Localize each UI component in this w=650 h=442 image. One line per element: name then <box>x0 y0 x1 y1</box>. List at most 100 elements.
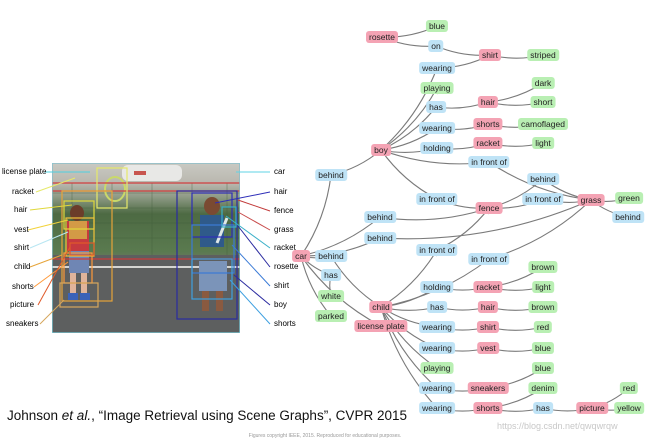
caption-author: Johnson <box>7 408 62 423</box>
graph-node-wearing1: wearing <box>419 62 455 74</box>
graph-node-hair-c: hair <box>477 301 499 313</box>
graph-node-child: child <box>369 301 393 313</box>
label-hair-right: hair <box>274 187 288 196</box>
graph-edge-boy-to-infront2 <box>380 149 438 200</box>
graph-edge-child-to-infront4 <box>380 249 438 308</box>
graph-node-wearing3: wearing <box>419 321 455 333</box>
graph-node-behind1: behind <box>527 173 559 185</box>
graph-edge-behind5-to-grass <box>379 199 593 240</box>
graph-node-light1: light <box>532 137 554 149</box>
graph-node-shorts-b: shorts <box>473 118 503 130</box>
graph-node-shirt-c: shirt <box>476 321 500 333</box>
graph-node-behind6: behind <box>315 250 347 262</box>
graph-node-holding2: holding <box>420 281 454 293</box>
graph-edge-child-to-wearing5 <box>380 306 438 389</box>
graph-node-wearing2: wearing <box>419 122 455 134</box>
graph-node-behind3: behind <box>612 211 644 223</box>
graph-node-light2: light <box>532 281 554 293</box>
graph-node-playing1: playing <box>420 82 454 94</box>
graph-node-racket-b: racket <box>473 137 503 149</box>
graph-node-behind5: behind <box>364 232 396 244</box>
graph-node-n-on: on <box>428 40 444 52</box>
graph-node-infront1: in front of <box>468 156 510 168</box>
graph-node-parked: parked <box>315 310 347 322</box>
car-shape <box>122 165 182 181</box>
label-shorts: shorts <box>12 282 34 291</box>
graph-node-blue2: blue <box>531 342 555 354</box>
graph-node-has2: has <box>321 269 341 281</box>
graph-node-fence: fence <box>475 202 503 214</box>
graph-node-red2: red <box>619 382 639 394</box>
graph-node-wearing4: wearing <box>419 342 455 354</box>
graph-node-holding1: holding <box>420 142 454 154</box>
label-grass: grass <box>274 225 294 234</box>
label-child: child <box>14 262 31 271</box>
graph-edge-child-to-wearing6 <box>380 306 438 409</box>
car-plate-shape <box>134 171 146 175</box>
graph-node-infront2: in front of <box>416 193 458 205</box>
graph-node-yellow: yellow <box>614 402 644 414</box>
watermark: https://blog.csdn.net/qwqwrqw <box>497 421 618 431</box>
graph-node-striped: striped <box>527 49 559 61</box>
graph-node-behind4: behind <box>364 211 396 223</box>
caption: Johnson et al., “Image Retrieval using S… <box>7 408 407 423</box>
graph-edge-boy-to-wearing1 <box>380 66 439 151</box>
tennis-photo <box>52 163 240 333</box>
graph-node-red1: red <box>533 321 553 333</box>
graph-node-short: short <box>530 96 556 108</box>
graph-node-infront4: in front of <box>416 244 458 256</box>
graph-node-hair-b: hair <box>477 96 499 108</box>
graph-node-dark: dark <box>531 77 555 89</box>
caption-etal: et al. <box>61 408 92 423</box>
graph-node-shirt-b: shirt <box>478 49 502 61</box>
graph-node-wearing6: wearing <box>419 402 455 414</box>
label-vest: vest <box>14 225 29 234</box>
graph-node-infront5: in front of <box>468 253 510 265</box>
graph-node-camo: camoflaged <box>518 118 568 130</box>
graph-node-lplate: license plate <box>354 320 408 332</box>
graph-node-playing2: playing <box>420 362 454 374</box>
label-rosette: rosette <box>274 262 299 271</box>
graph-node-has4: has <box>533 402 553 414</box>
label-fence: fence <box>274 206 294 215</box>
graph-node-racket-c: racket <box>473 281 503 293</box>
graph-node-vest: vest <box>477 342 499 354</box>
graph-node-boy: boy <box>371 144 391 156</box>
label-license-plate: license plate <box>2 167 47 176</box>
label-boy: boy <box>274 300 287 309</box>
graph-node-denim: denim <box>528 382 558 394</box>
label-shirt: shirt <box>14 243 30 252</box>
graph-edge-infront5-to-grass <box>488 199 592 260</box>
graph-node-sneakers: sneakers <box>467 382 509 394</box>
label-shorts-right: shorts <box>274 319 296 328</box>
caption-rest: , “Image Retrieval using Scene Graphs”, … <box>91 408 407 423</box>
label-shirt-right: shirt <box>274 281 290 290</box>
boy-shorts-shape <box>199 261 227 291</box>
photo-drawing <box>52 163 240 333</box>
copyright-note: Figures copyright IEEE, 2015. Reproduced… <box>248 433 402 439</box>
label-racket: racket <box>12 187 34 196</box>
child-head-shape <box>70 205 84 221</box>
label-picture: picture <box>10 300 35 309</box>
label-sneakers: sneakers <box>6 319 39 328</box>
label-racket-right: racket <box>274 243 296 252</box>
graph-node-green: green <box>615 192 643 204</box>
graph-node-has3: has <box>427 301 447 313</box>
graph-node-picture: picture <box>576 402 608 414</box>
graph-node-infront3: in front of <box>522 193 564 205</box>
graph-node-grass: grass <box>577 194 605 206</box>
graph-edge-car-to-behind2 <box>300 173 334 257</box>
graph-edge-behind4-to-fence <box>379 206 491 221</box>
graph-node-brown2: brown <box>528 301 558 313</box>
graph-node-wearing5: wearing <box>419 382 455 394</box>
graph-node-n-blue1: blue <box>425 20 449 32</box>
graph-node-car: car <box>292 250 310 262</box>
label-car: car <box>274 167 286 176</box>
graph-node-rosette: rosette <box>366 31 398 43</box>
graph-node-brown1: brown <box>528 261 558 273</box>
graph-node-blue3: blue <box>531 362 555 374</box>
graph-node-has1: has <box>426 101 446 113</box>
graph-node-white: white <box>318 290 344 302</box>
